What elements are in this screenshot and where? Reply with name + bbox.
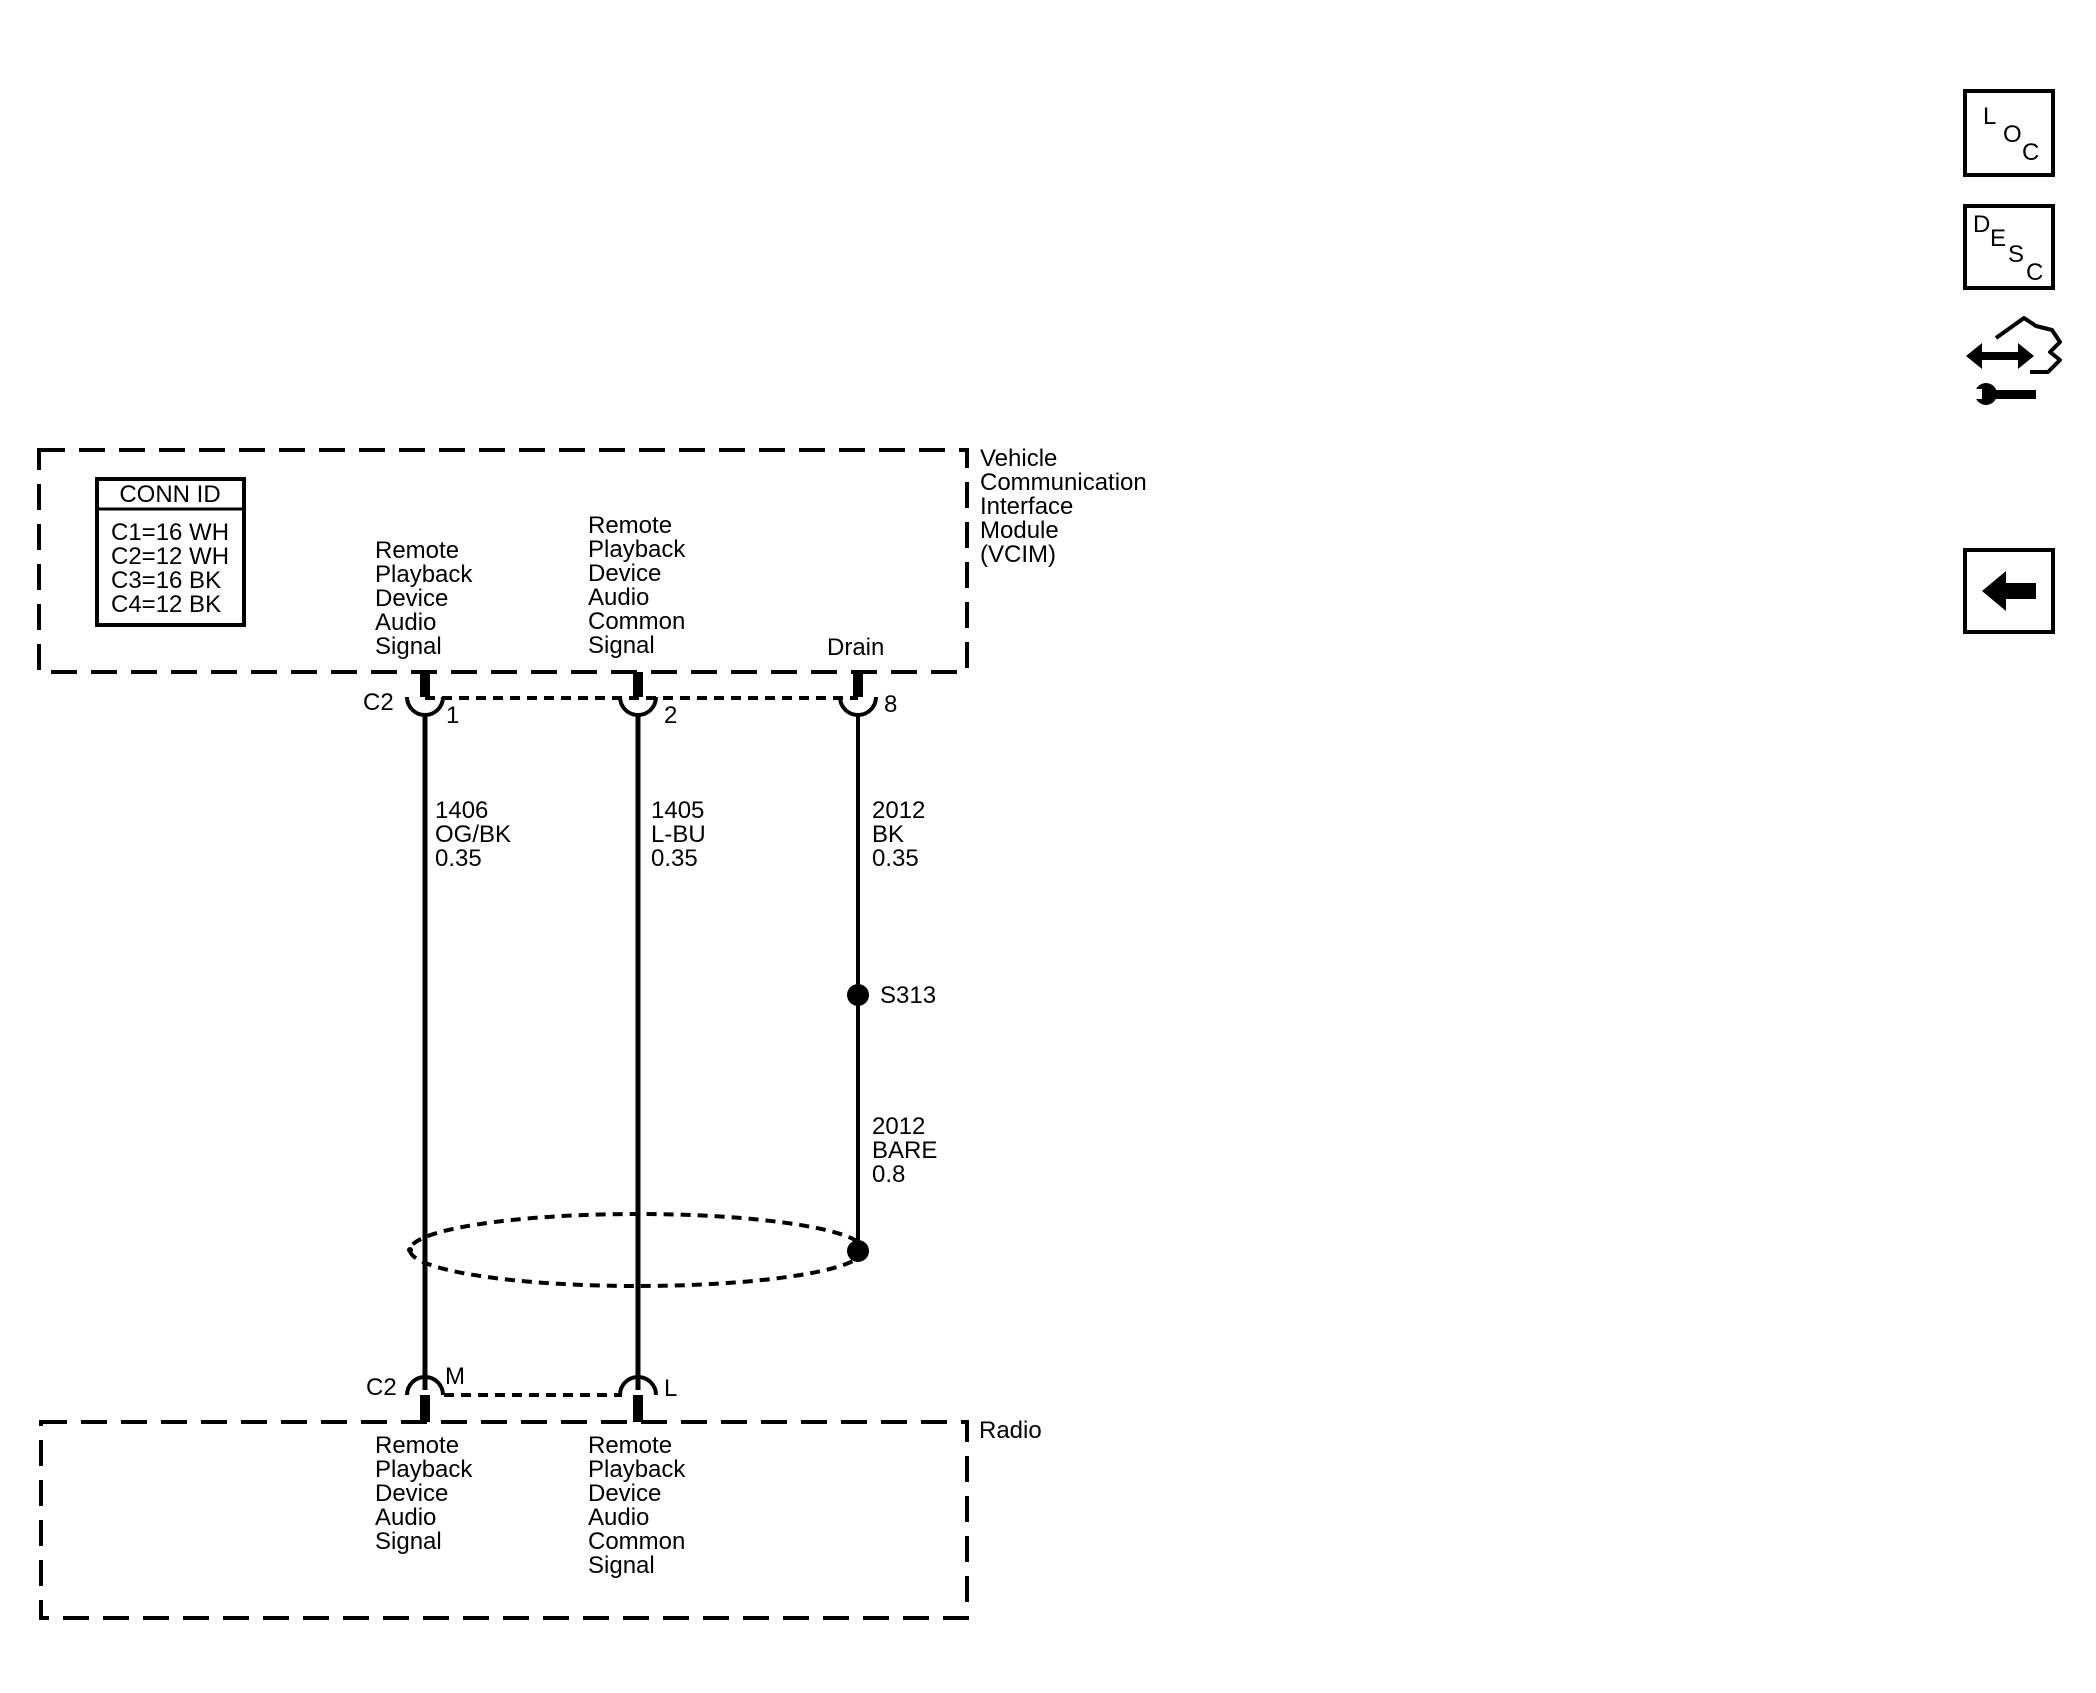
vcim-pin-1 <box>405 672 445 717</box>
vcim-pin-1-label: 1 <box>446 702 459 729</box>
vcim-signal-1-label: Remote Playback Device Audio Signal <box>375 537 479 660</box>
radio-pin-m <box>405 1375 445 1422</box>
shield-drain-junction <box>847 1240 869 1262</box>
radio-pin-m-label: M <box>445 1363 465 1390</box>
vcim-module-box <box>37 448 969 674</box>
loc-icon-letter-o: O <box>2003 121 2022 148</box>
vcim-name: Vehicle Communication Interface Module (… <box>980 445 1153 568</box>
radio-pin-l-label: L <box>664 1375 677 1402</box>
radio-pin-l <box>618 1375 658 1422</box>
radio-connector-label: C2 <box>366 1374 397 1401</box>
desc-icon-letter-s: S <box>2008 241 2024 268</box>
vcim-drain-label: Drain <box>827 634 884 661</box>
radio-module-box <box>39 1420 969 1620</box>
radio-signal-2-label: Remote Playback Device Audio Common Sign… <box>588 1432 692 1579</box>
shield-open-end <box>407 1247 413 1253</box>
wire-2012-bk-label: 2012 BK 0.35 <box>872 797 932 872</box>
back-arrow-icon <box>1982 571 2036 611</box>
loc-icon-letter-c: C <box>2022 139 2039 166</box>
wire-1405-label: 1405 L-BU 0.35 <box>651 797 712 872</box>
desc-button[interactable]: D E S C <box>1963 204 2055 290</box>
conn-id-table: CONN ID C1=16 WH C2=12 WH C3=16 BK C4=12… <box>95 477 246 627</box>
wire-1406-label: 1406 OG/BK 0.35 <box>435 797 518 872</box>
radio-signal-1-label: Remote Playback Device Audio Signal <box>375 1432 479 1555</box>
loc-button[interactable]: L O C <box>1963 89 2055 177</box>
vcim-pin-8 <box>838 672 878 717</box>
splice-s313 <box>847 984 869 1006</box>
vcim-pin-2-label: 2 <box>664 702 677 729</box>
radio-name: Radio <box>979 1417 1042 1444</box>
conn-id-rows: C1=16 WH C2=12 WH C3=16 BK C4=12 BK <box>111 519 236 618</box>
connector-service-icon[interactable] <box>1966 316 2062 405</box>
desc-icon-letter-e: E <box>1990 225 2006 252</box>
desc-icon-letter-c: C <box>2026 259 2043 286</box>
desc-icon-letter-d: D <box>1973 211 1990 238</box>
vcim-pin-2 <box>618 672 658 717</box>
back-button[interactable] <box>1963 548 2055 634</box>
wire-2012-bare-label: 2012 BARE 0.8 <box>872 1113 944 1188</box>
conn-id-title: CONN ID <box>119 481 220 508</box>
loc-icon-letter-l: L <box>1983 103 1996 130</box>
splice-s313-label: S313 <box>880 982 936 1009</box>
vcim-pin-8-label: 8 <box>884 691 897 718</box>
vcim-connector-label: C2 <box>363 689 394 716</box>
vcim-signal-2-label: Remote Playback Device Audio Common Sign… <box>588 512 692 659</box>
